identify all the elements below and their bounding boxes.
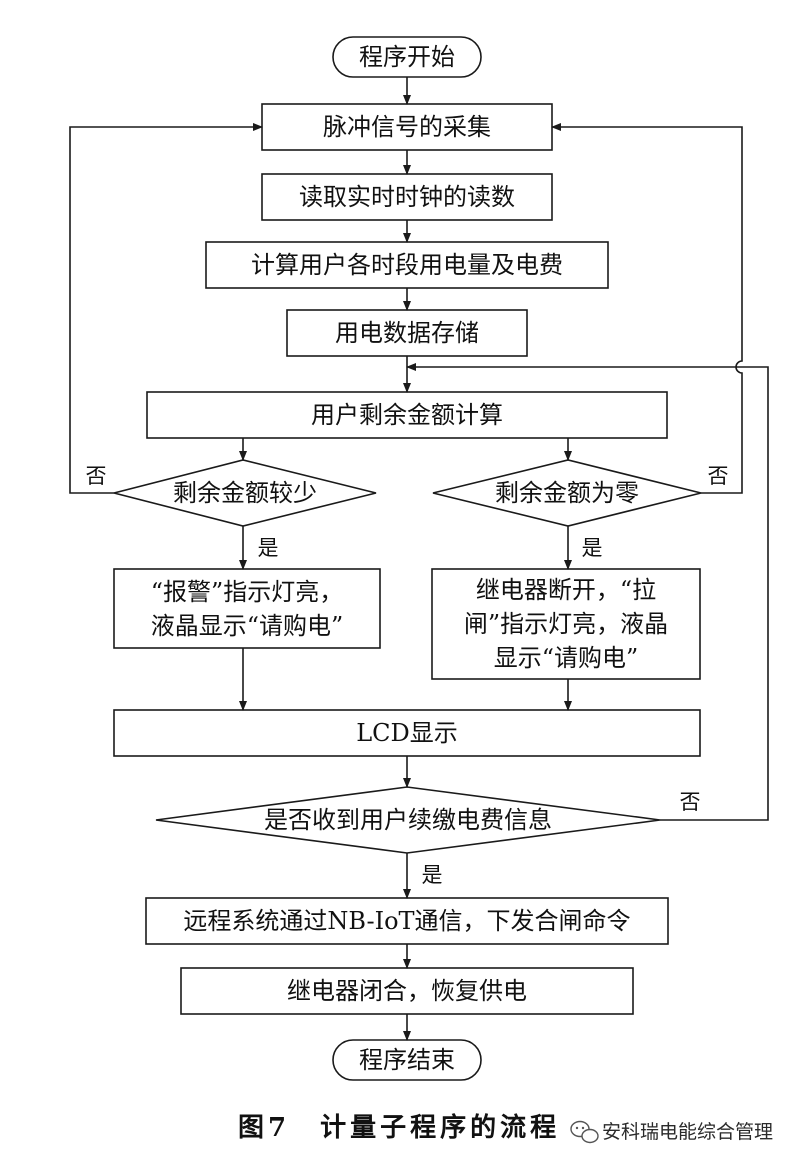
lcd-display-box: LCD显示 <box>113 709 701 757</box>
relay-open-box: 继电器断开，“拉 闸”指示灯亮，液晶 显示“请购电” <box>431 568 701 680</box>
payment-check-decision: 是否收到用户续缴电费信息 <box>155 786 661 854</box>
calc-balance-label: 用户剩余金额计算 <box>311 401 503 429</box>
zero-no-label: 否 <box>708 464 729 488</box>
relay-close-box: 继电器闭合，恢复供电 <box>180 967 634 1015</box>
wechat-icon <box>570 1120 599 1144</box>
watermark: 安科瑞电能综合管理 <box>570 1120 773 1144</box>
calc-balance-box: 用户剩余金额计算 <box>146 391 668 439</box>
calc-usage-box: 计算用户各时段用电量及电费 <box>205 241 609 289</box>
alarm-label-line1: “报警”指示灯亮， <box>151 578 344 606</box>
read-clock-label: 读取实时时钟的读数 <box>299 183 515 211</box>
relay-close-label: 继电器闭合，恢复供电 <box>287 977 527 1005</box>
alarm-label-line2: 液晶显示“请购电” <box>151 612 344 640</box>
low-balance-label: 剩余金额较少 <box>173 479 317 507</box>
store-data-label: 用电数据存储 <box>335 319 479 347</box>
payment-no-label: 否 <box>680 790 701 814</box>
payment-check-label: 是否收到用户续缴电费信息 <box>264 806 552 834</box>
figure-caption: 图7 计量子程序的流程 <box>238 1112 560 1143</box>
zero-balance-decision: 剩余金额为零 <box>432 459 702 527</box>
relay-open-label-line3: 显示“请购电” <box>494 644 639 672</box>
collect-pulse-box: 脉冲信号的采集 <box>261 103 553 151</box>
alarm-box: “报警”指示灯亮， 液晶显示“请购电” <box>113 568 381 649</box>
low-balance-decision: 剩余金额较少 <box>113 459 377 527</box>
start-terminal: 程序开始 <box>332 36 482 78</box>
store-data-box: 用电数据存储 <box>286 309 528 357</box>
end-terminal: 程序结束 <box>332 1039 482 1081</box>
remote-command-label: 远程系统通过NB-IoT通信，下发合闸命令 <box>183 907 630 935</box>
end-label: 程序结束 <box>359 1046 455 1074</box>
loop-low-no-to-collect <box>69 123 263 494</box>
low-yes-label: 是 <box>258 536 279 560</box>
read-clock-box: 读取实时时钟的读数 <box>261 173 553 221</box>
payment-yes-label: 是 <box>422 863 443 887</box>
start-label: 程序开始 <box>359 43 455 71</box>
low-no-label: 否 <box>86 464 107 488</box>
lcd-display-label: LCD显示 <box>356 719 458 747</box>
remote-command-box: 远程系统通过NB-IoT通信，下发合闸命令 <box>145 897 669 945</box>
relay-open-label-line1: 继电器断开，“拉 <box>476 576 656 604</box>
zero-yes-label: 是 <box>582 536 603 560</box>
watermark-text: 安科瑞电能综合管理 <box>602 1121 773 1143</box>
collect-pulse-label: 脉冲信号的采集 <box>323 113 491 141</box>
zero-balance-label: 剩余金额为零 <box>495 479 639 507</box>
relay-open-label-line2: 闸”指示灯亮，液晶 <box>464 610 668 638</box>
calc-usage-label: 计算用户各时段用电量及电费 <box>251 251 563 279</box>
loop-payment-no-to-balance <box>406 363 769 821</box>
